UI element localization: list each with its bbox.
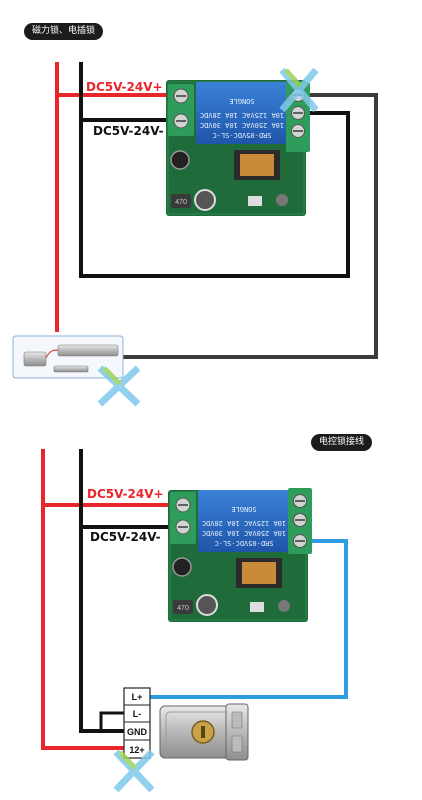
terminal-l-minus: L- — [133, 709, 142, 719]
top-relay-rating2: 10A 125VAC 10A 28VDC — [200, 111, 284, 119]
terminal-l-plus: L+ — [132, 692, 143, 702]
x-watermark-icon — [113, 749, 155, 793]
bottom-negative-label: DC5V-24V- — [90, 530, 161, 544]
top-positive-label: DC5V-24V+ — [86, 80, 163, 94]
top-relay-marking: SRD-05VDC-SL-C — [212, 131, 271, 139]
lock-terminal-strip: L+ L- GND 12+ — [123, 687, 151, 759]
top-diagram: SRD-05VDC-SL-C 10A 250VAC 10A 30VDC 10A … — [12, 62, 378, 407]
top-negative-label: DC5V-24V- — [93, 124, 164, 138]
bottom-relay-brand: SONGLE — [231, 505, 256, 513]
top-cap-value: 470 — [175, 199, 187, 206]
bottom-positive-label: DC5V-24V+ — [87, 487, 164, 501]
bottom-cap-value: 470 — [177, 605, 189, 612]
top-relay-module: SRD-05VDC-SL-C 10A 250VAC 10A 30VDC 10A … — [166, 80, 310, 216]
bottom-signal-wire — [148, 539, 348, 699]
top-com-wire — [122, 93, 378, 359]
top-relay — [196, 82, 288, 144]
terminal-12-plus: 12+ — [129, 745, 144, 755]
top-relay-rating: 10A 250VAC 10A 30VDC — [200, 121, 284, 129]
bottom-relay-rating2: 10A 125VAC 10A 28VDC — [202, 519, 286, 527]
electric-lock-icon — [159, 703, 249, 761]
x-watermark-icon — [279, 67, 319, 113]
bottom-negative-wire — [79, 449, 185, 733]
magnetic-lock-icon — [12, 335, 124, 379]
bottom-gnd-link — [99, 711, 126, 731]
top-positive-wire — [55, 62, 183, 332]
bottom-relay-module: SRD-05VDC-SL-C 10A 250VAC 10A 30VDC 10A … — [168, 488, 312, 622]
terminal-gnd: GND — [127, 727, 148, 737]
bottom-relay — [198, 490, 290, 552]
bottom-relay-marking: SRD-05VDC-SL-C — [214, 539, 273, 547]
bottom-positive-wire — [41, 449, 185, 750]
bottom-diagram: SRD-05VDC-SL-C 10A 250VAC 10A 30VDC 10A … — [41, 449, 348, 793]
bottom-relay-rating: 10A 250VAC 10A 30VDC — [202, 529, 286, 537]
top-relay-brand: SONGLE — [229, 97, 254, 105]
caption-electric-lock: 电控锁接线 — [311, 434, 373, 451]
x-watermark-icon — [97, 365, 141, 407]
caption-magnetic-lock: 磁力锁、电插锁 — [24, 23, 104, 40]
